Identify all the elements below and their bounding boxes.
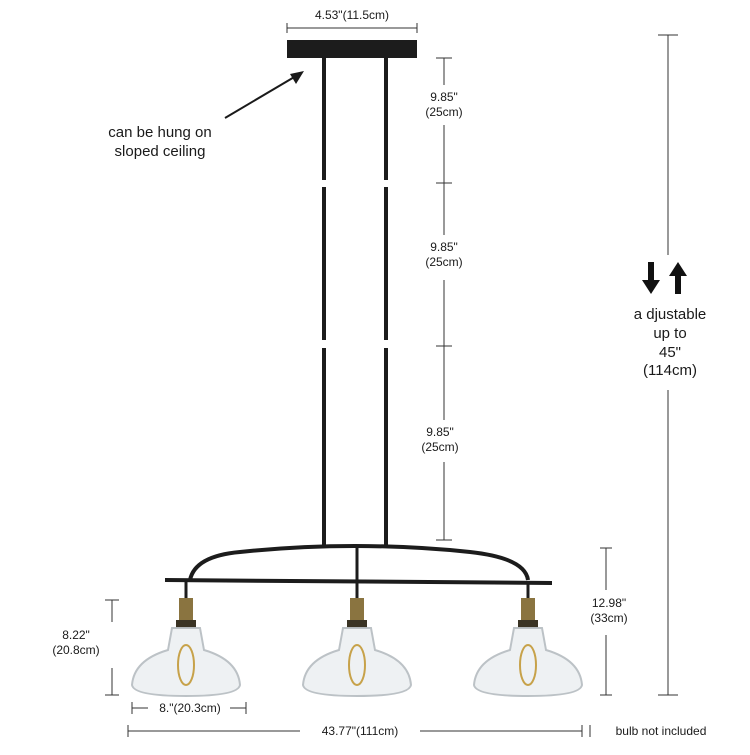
pendant-center [301,598,413,698]
canopy-width-label: 4.53"(11.5cm) [314,8,390,22]
ceiling-canopy [287,40,417,58]
rod-segment-2-cm: (25cm) [425,255,463,269]
sloped-ceiling-note: can be hung on sloped ceiling [92,124,228,162]
shade-width-label: 8."(20.3cm) [159,701,221,715]
sloped-ceiling-line-1: can be hung on [108,124,212,141]
dimension-lines [105,23,678,737]
sloped-ceiling-arrow [224,71,304,119]
rod-segment-1-label: 9.85" (25cm) [412,90,476,120]
arched-support-bar [188,544,530,581]
rod-segment-3-cm: (25cm) [421,440,459,454]
adjust-arrows-icon [642,262,687,294]
bar-height-cm: (33cm) [590,611,628,625]
rod-segment-2-inch: 9.85" [430,240,458,254]
suspension-rods [322,58,388,548]
rod-segment-3-label: 9.85" (25cm) [408,425,472,455]
adjustable-height-note: a djustable up to 45" (114cm) [620,306,720,381]
rod-segment-1-inch: 9.85" [430,90,458,104]
overall-width-label: 43.77"(111cm) [321,724,399,738]
rod-segment-3-inch: 9.85" [426,425,454,439]
shade-height-inch: 8.22" [62,628,90,642]
adjustable-line-3: 45" [658,343,681,361]
shade-height-label: 8.22" (20.8cm) [42,628,110,658]
pendant-left [130,582,242,698]
pendant-right [472,582,584,698]
adjustable-line-1: a djustable [633,306,707,323]
adjustable-line-4: (114cm) [643,362,697,380]
rod-segment-2-label: 9.85" (25cm) [412,240,476,270]
bar-height-inch: 12.98" [591,596,627,610]
shade-height-cm: (20.8cm) [52,643,100,657]
bar-height-label: 12.98" (33cm) [576,596,642,626]
sloped-ceiling-line-2: sloped ceiling [114,142,206,160]
bulb-not-included-note: bulb not included [615,724,707,738]
rod-segment-1-cm: (25cm) [425,105,463,119]
adjustable-line-2: up to [653,324,687,342]
